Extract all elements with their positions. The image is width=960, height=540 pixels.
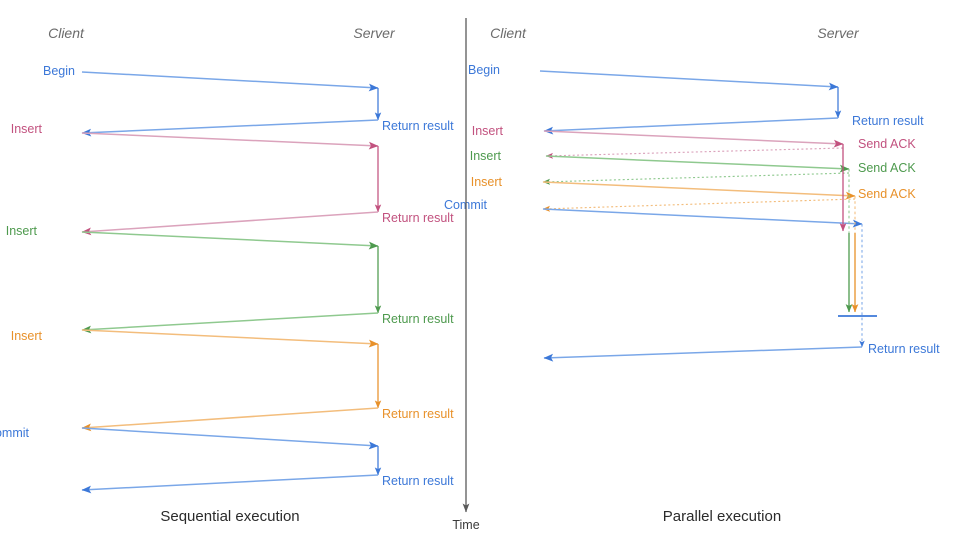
message-arrow-to-client [81,474,379,494]
time-axis-label: Time [452,518,479,532]
lane-title-server: Server [353,25,396,41]
message-label: Commit [0,426,30,440]
message-label: Return result [382,474,454,488]
message-arrow-to-client [81,211,379,236]
message-arrow-to-server [539,70,839,91]
message-arrow-to-server [542,181,856,200]
message-label: Begin [468,63,500,77]
message-arrow-to-server [81,427,379,450]
message-arrow-to-server [545,155,850,173]
panel-caption: Sequential execution [160,508,299,525]
message-arrow-to-server [81,231,379,250]
message-label: Return result [382,211,454,225]
message-label: Insert [11,122,43,136]
message-label: Send ACK [858,161,916,175]
message-label: Insert [471,175,503,189]
message-arrow-to-server [542,208,863,228]
message-arrow-to-client [81,119,379,137]
message-label: Return result [868,342,940,356]
message-label: Insert [470,149,502,163]
message-group [539,70,863,362]
message-label: Insert [6,224,38,238]
lane-title-client: Client [490,25,527,41]
message-arrow-to-client [81,312,379,334]
lane-title-client: Client [48,25,85,41]
message-arrow-to-server [81,329,379,348]
lane-title-server: Server [817,25,860,41]
message-label: Return result [382,407,454,421]
message-label: Insert [472,124,504,138]
message-label: Return result [382,119,454,133]
message-arrow-to-client [543,346,863,362]
message-label: Return result [382,312,454,326]
message-arrow-to-server [543,130,844,148]
message-label: Begin [43,64,75,78]
ack-arrow-dotted [542,198,856,212]
ack-arrow-dotted [545,147,844,159]
message-label: Insert [11,329,43,343]
message-arrow-to-client [81,407,379,432]
message-label: Return result [852,114,924,128]
panel-caption: Parallel execution [663,508,781,525]
message-label: Send ACK [858,137,916,151]
message-arrow-to-server [81,71,379,92]
message-group [81,71,382,494]
message-arrow-to-server [81,132,379,150]
message-arrow-to-client [543,117,839,135]
message-label: Send ACK [858,187,916,201]
